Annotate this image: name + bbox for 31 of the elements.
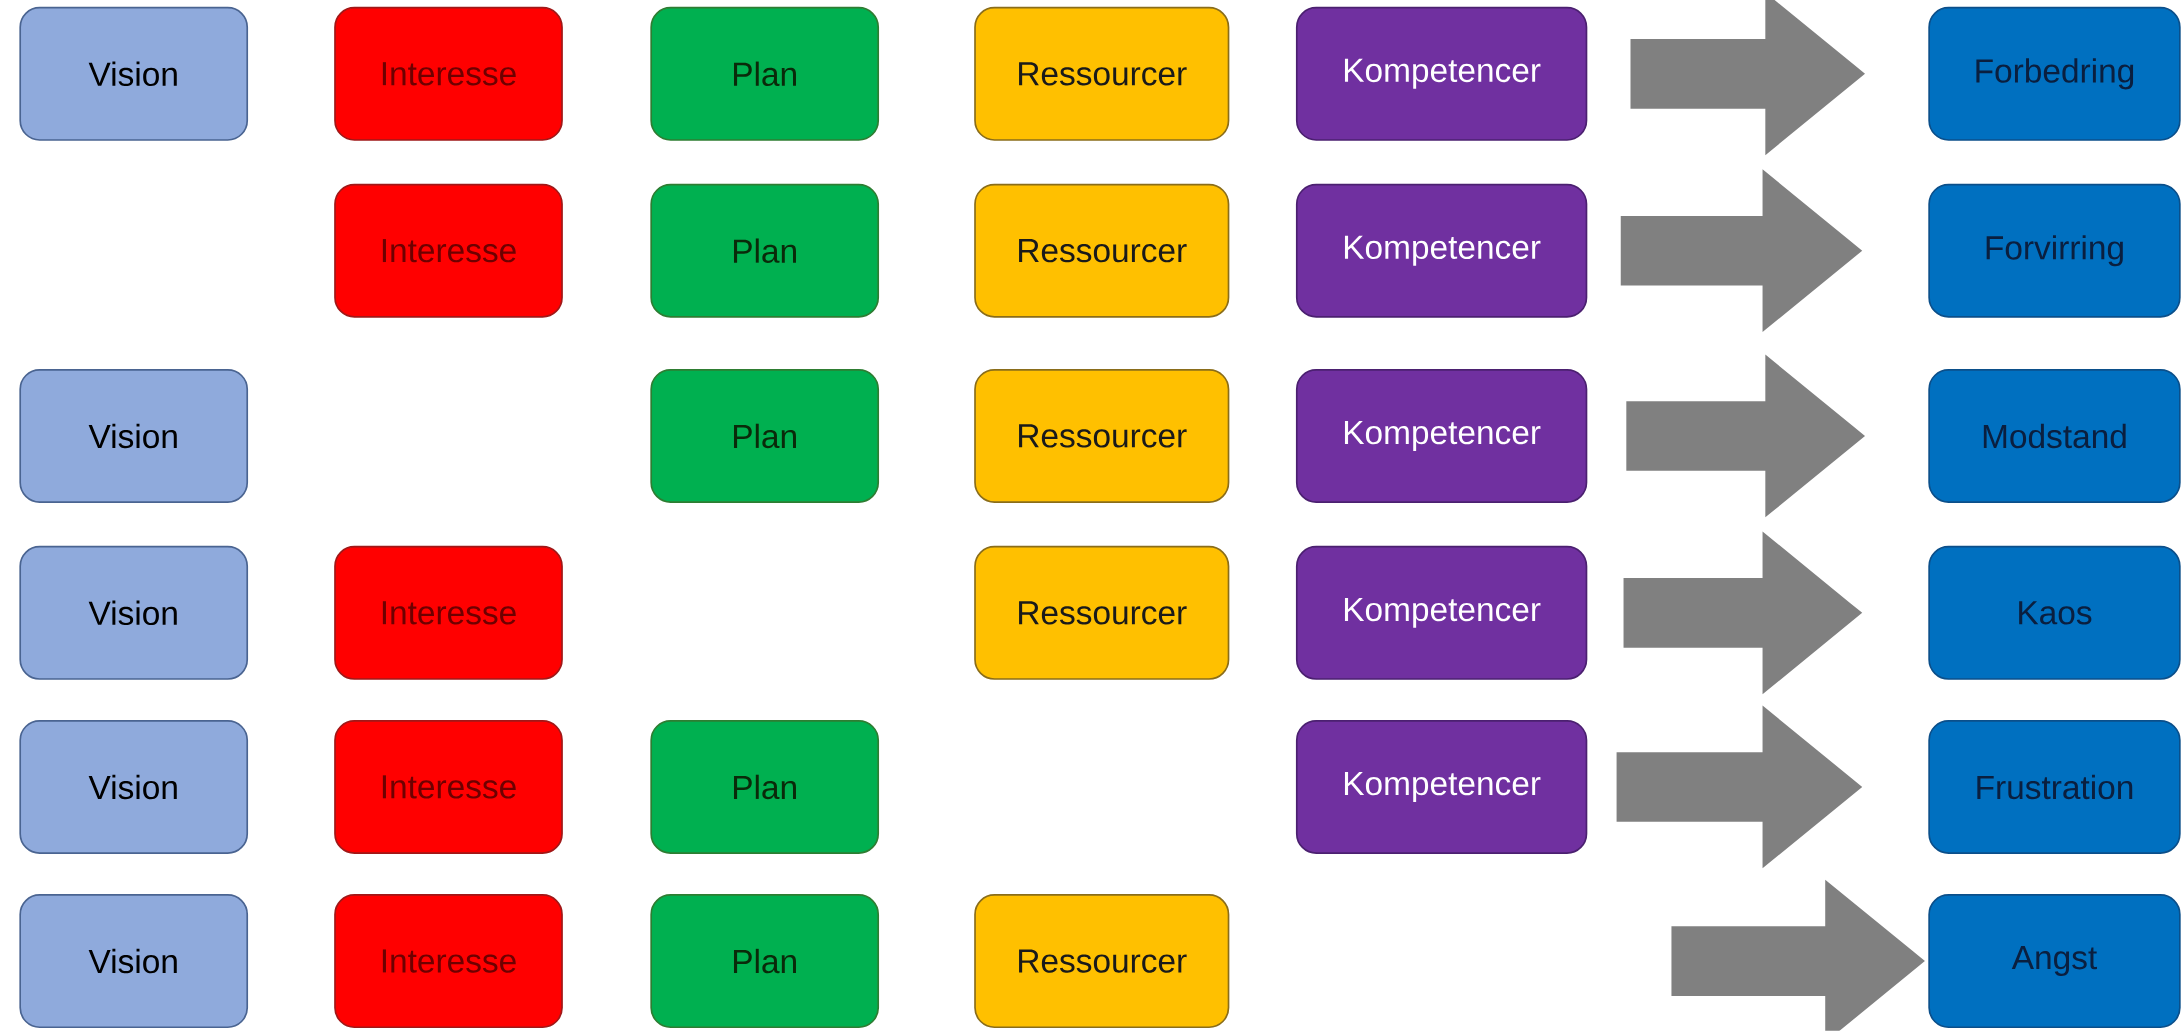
plan-box: Plan: [650, 894, 880, 1029]
plan-box: Plan: [650, 183, 880, 318]
resources-box: Ressourcer: [974, 183, 1230, 318]
outcome-box: Kaos: [1928, 546, 2181, 680]
vision-box: Vision: [19, 546, 249, 680]
interest-box: Interesse: [334, 546, 563, 680]
interest-box: Interesse: [334, 720, 563, 855]
interest-box: Interesse: [334, 183, 563, 318]
resources-box: Ressourcer: [974, 546, 1230, 680]
vision-box: Vision: [19, 6, 249, 141]
competences-box: Kompetencer: [1295, 6, 1588, 141]
outcome-box: Forbedring: [1928, 6, 2181, 141]
competences-box: Kompetencer: [1295, 720, 1588, 855]
competences-box: Kompetencer: [1295, 369, 1588, 504]
plan-box: Plan: [650, 6, 880, 141]
vision-box: Vision: [19, 369, 249, 504]
vision-box: Vision: [19, 894, 249, 1029]
interest-box: Interesse: [334, 894, 563, 1029]
resources-box: Ressourcer: [974, 369, 1230, 504]
competences-box: Kompetencer: [1295, 183, 1588, 318]
outcome-box: Angst: [1928, 894, 2181, 1029]
outcome-box: Forvirring: [1928, 183, 2181, 318]
outcome-box: Modstand: [1928, 369, 2181, 504]
competences-box: Kompetencer: [1295, 546, 1588, 680]
resources-box: Ressourcer: [974, 6, 1230, 141]
interest-box: Interesse: [334, 6, 563, 141]
plan-box: Plan: [650, 720, 880, 855]
outcome-box: Frustration: [1928, 720, 2181, 855]
resources-box: Ressourcer: [974, 894, 1230, 1029]
plan-box: Plan: [650, 369, 880, 504]
vision-box: Vision: [19, 720, 249, 855]
